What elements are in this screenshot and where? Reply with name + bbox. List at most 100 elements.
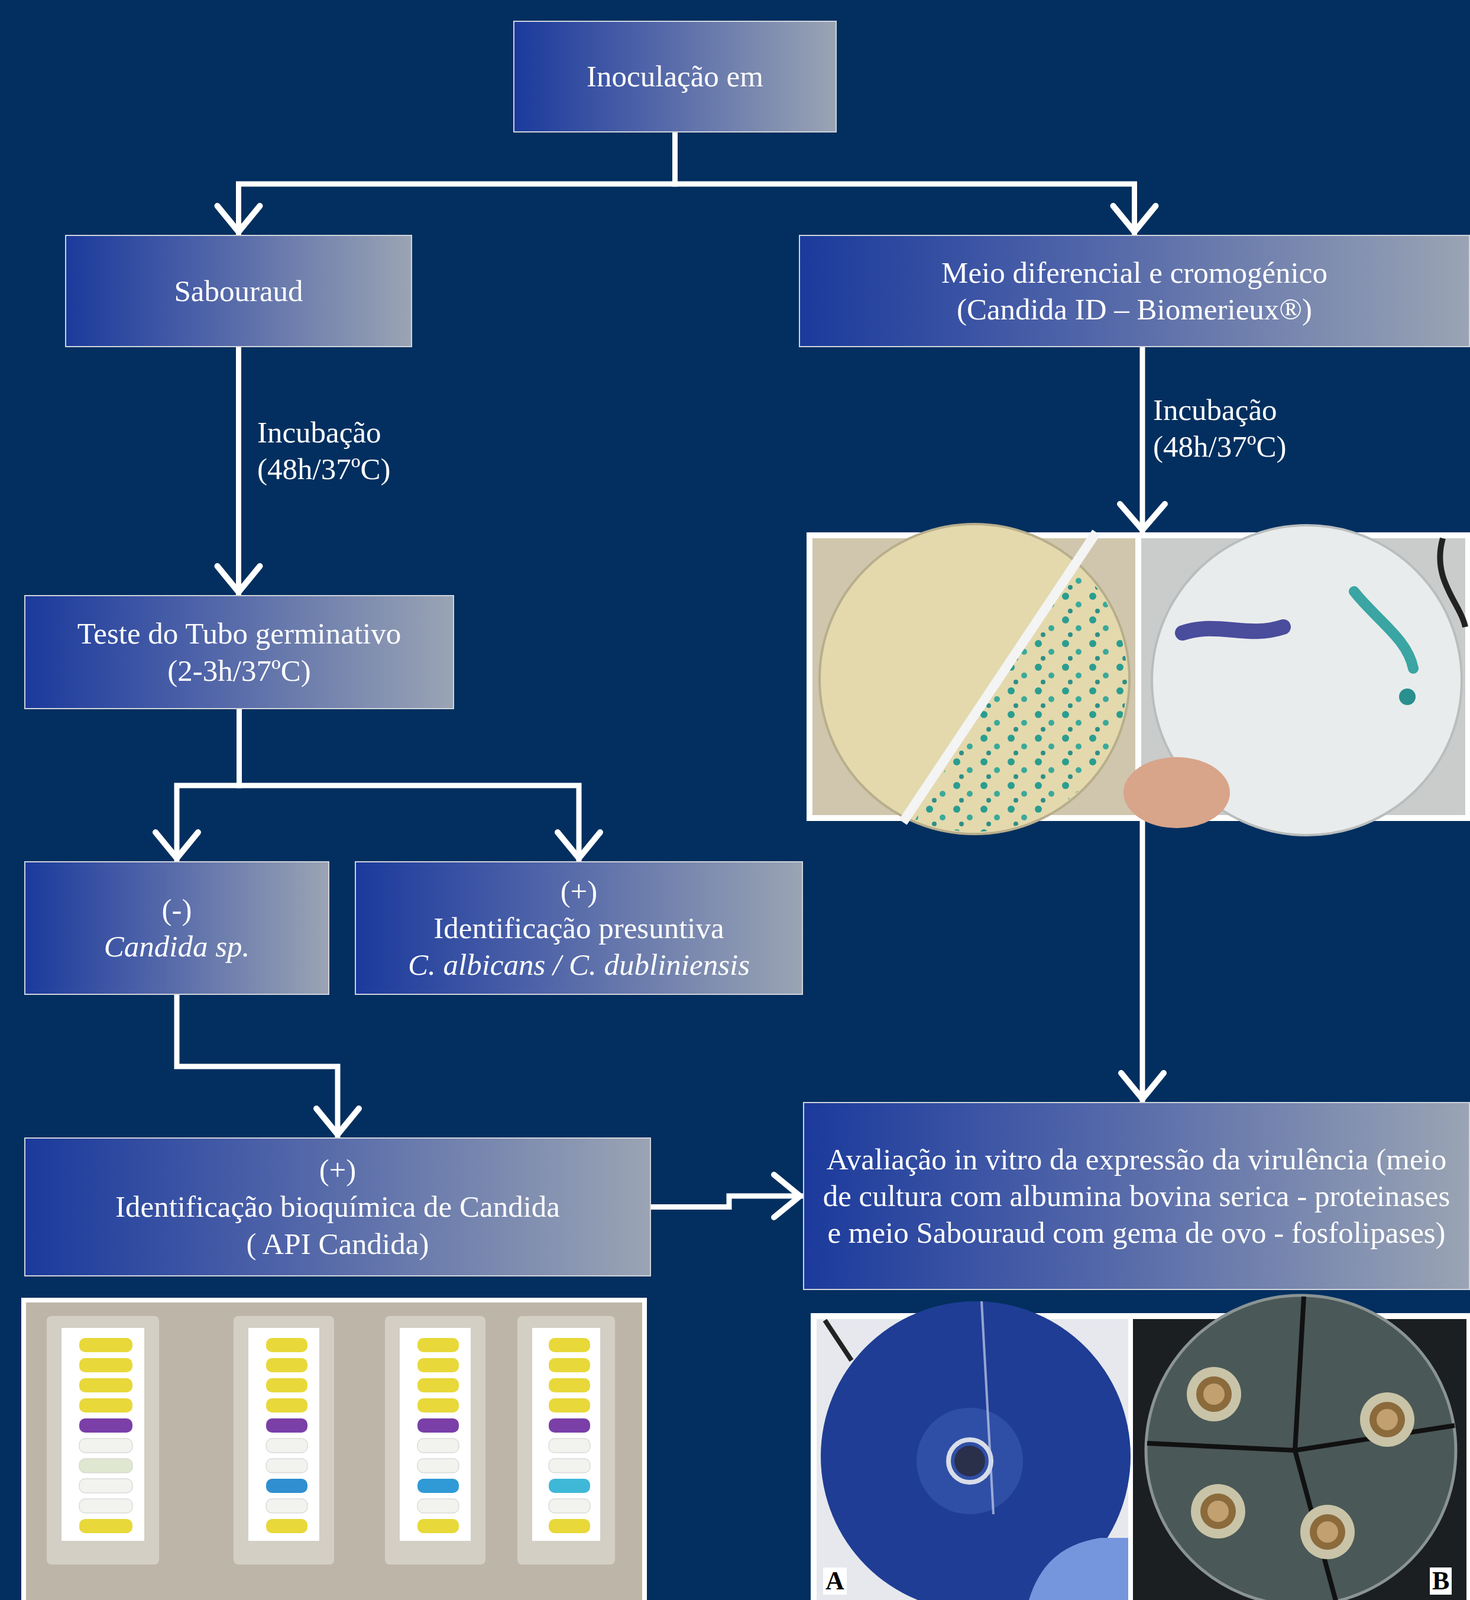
marker-pen (824, 1319, 852, 1361)
well-column (417, 1337, 459, 1533)
reflection (981, 1300, 994, 1514)
flow-arrow (235, 347, 242, 595)
api-well (548, 1357, 591, 1372)
api-well (79, 1357, 133, 1372)
colony-streak (1354, 591, 1414, 669)
glove (1028, 1537, 1129, 1600)
cable (1439, 538, 1466, 627)
box-text: Teste do Tubo germinativo (77, 614, 402, 652)
flow-arrow (176, 708, 240, 861)
process-box: (+)Identificação bioquímica de Candida( … (24, 1137, 652, 1277)
api-well (266, 1458, 308, 1473)
box-text: (+) (560, 872, 598, 910)
panel-letter: B (1429, 1566, 1452, 1595)
api-well (266, 1397, 308, 1413)
photo-ground (26, 1302, 643, 1600)
box-text: Inoculação em (586, 57, 764, 95)
api-well (266, 1337, 308, 1352)
colony (1207, 1500, 1229, 1522)
halo (916, 1407, 1023, 1514)
api-strip (248, 1327, 320, 1541)
edge-label: Incubação (48h/37ºC) (1153, 391, 1343, 465)
api-well (548, 1438, 591, 1453)
api-well (417, 1438, 459, 1453)
colony (1369, 1401, 1405, 1437)
api-well (417, 1337, 459, 1352)
thumb (1123, 756, 1230, 828)
process-box: Meio diferencial e cromogénico(Candida I… (798, 234, 1470, 348)
process-box: Avaliação in vitro da expressão da virul… (803, 1101, 1470, 1290)
box-text: Sabouraud (173, 272, 303, 310)
api-strip (61, 1327, 145, 1541)
strip-tray (384, 1315, 486, 1565)
colony (954, 1445, 986, 1476)
api-well (548, 1478, 591, 1493)
photo-frame (21, 1297, 647, 1600)
api-well (417, 1357, 459, 1372)
plate-divider (1147, 1296, 1455, 1600)
box-text: Candida sp. (104, 927, 251, 965)
api-well (266, 1377, 308, 1392)
api-well (266, 1478, 308, 1493)
colony-streak (1182, 626, 1284, 633)
api-well (79, 1518, 133, 1533)
api-well (417, 1478, 459, 1493)
api-well (79, 1417, 133, 1433)
strip-tray (233, 1315, 335, 1565)
api-strip (399, 1327, 471, 1541)
strip-tray (46, 1315, 160, 1565)
panel-letter: A (823, 1566, 847, 1595)
api-well (548, 1498, 591, 1513)
colony-field (902, 520, 1142, 840)
box-text: (+) (319, 1151, 357, 1188)
flow-arrow (238, 132, 676, 235)
colony (1316, 1520, 1339, 1543)
edge-label: Incubação (48h/37ºC) (257, 413, 447, 488)
api-well (79, 1337, 133, 1352)
api-well (79, 1438, 133, 1453)
api-well (417, 1498, 459, 1513)
box-text: C. albicans / C. dubliniensis (408, 946, 750, 983)
well-column (266, 1337, 308, 1533)
process-box: Inoculação em (513, 20, 837, 133)
halo (1190, 1483, 1246, 1539)
petri-dish (820, 1300, 1131, 1600)
halo (1186, 1366, 1242, 1421)
arrow-head (1119, 503, 1165, 530)
colony (1309, 1513, 1346, 1550)
well-column (548, 1337, 591, 1533)
halo (1300, 1504, 1355, 1559)
api-well (548, 1337, 591, 1352)
box-text: Avaliação in vitro da expressão da virul… (821, 1140, 1452, 1252)
api-well (266, 1438, 308, 1453)
box-text: (-) (162, 891, 193, 928)
api-well (548, 1397, 591, 1413)
api-well (417, 1518, 459, 1533)
process-box: (+)Identificação presuntivaC. albicans /… (354, 860, 804, 995)
box-text: Identificação presuntiva (433, 909, 724, 947)
api-well (266, 1498, 308, 1513)
colony (1196, 1375, 1232, 1412)
box-text: ( API Candida) (246, 1225, 430, 1262)
process-box: Sabouraud (65, 234, 413, 348)
colony (1376, 1408, 1398, 1430)
api-well (417, 1397, 459, 1413)
api-strip (532, 1327, 601, 1541)
api-well (79, 1478, 133, 1493)
api-well (79, 1498, 133, 1513)
api-well (417, 1377, 459, 1392)
strip-tray (517, 1315, 615, 1565)
process-box: (-)Candida sp. (24, 860, 330, 995)
api-well (548, 1458, 591, 1473)
halo (1360, 1391, 1415, 1447)
api-well (79, 1397, 133, 1413)
box-text: Meio diferencial e cromogénico (941, 254, 1328, 291)
flow-arrow (176, 994, 338, 1138)
api-well (548, 1377, 591, 1392)
api-well (548, 1417, 591, 1433)
api-well (548, 1518, 591, 1533)
api-well (417, 1458, 459, 1473)
flow-arrow (239, 708, 580, 861)
well-column (79, 1337, 133, 1533)
colony (1203, 1383, 1225, 1405)
